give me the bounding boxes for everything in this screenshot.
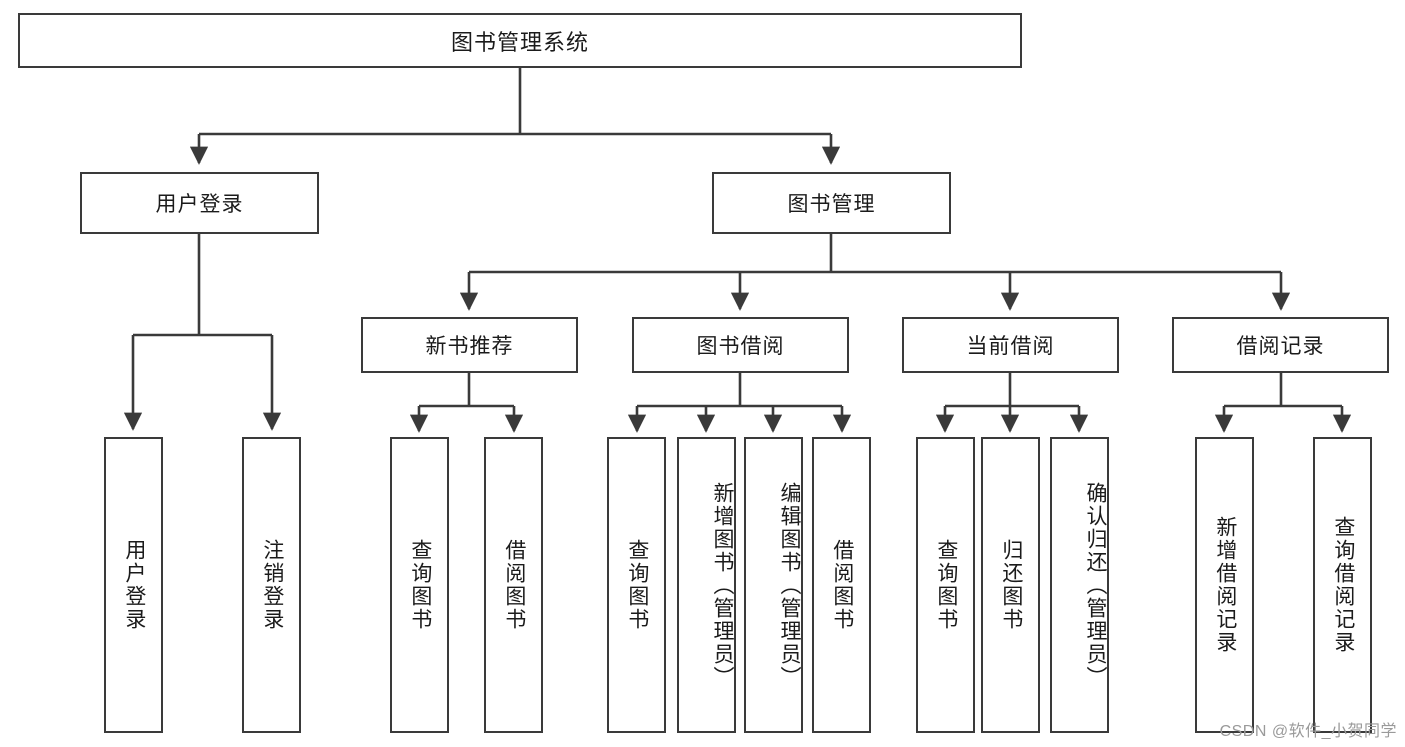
node-label: 借阅图书	[502, 539, 526, 631]
node-label: 图书管理系统	[450, 29, 589, 55]
node-label: 查询图书	[408, 539, 432, 631]
leaf-borrow-book-recommend[interactable]: 借阅图书	[484, 437, 543, 733]
node-label: 图书管理	[787, 193, 876, 216]
node-borrow-records[interactable]: 借阅记录	[1172, 317, 1389, 373]
leaf-query-book-borrow[interactable]: 查询图书	[607, 437, 666, 733]
node-label: 图书借阅	[696, 335, 785, 358]
leaf-query-book-recommend[interactable]: 查询图书	[390, 437, 449, 733]
node-label: 当前借阅	[966, 335, 1055, 358]
leaf-user-login[interactable]: 用户登录	[104, 437, 163, 733]
node-label: 新增图书（管理员）	[711, 481, 734, 689]
node-label: 查询图书	[934, 539, 958, 631]
node-book-borrow[interactable]: 图书借阅	[632, 317, 849, 373]
node-user-login[interactable]: 用户登录	[80, 172, 319, 234]
node-label: 用户登录	[155, 193, 244, 216]
leaf-edit-book-admin[interactable]: 编辑图书（管理员）	[744, 437, 803, 733]
node-label: 归还图书	[999, 539, 1023, 631]
node-root-system[interactable]: 图书管理系统	[18, 13, 1022, 68]
leaf-return-book[interactable]: 归还图书	[981, 437, 1040, 733]
leaf-confirm-return-admin[interactable]: 确认归还（管理员）	[1050, 437, 1109, 733]
leaf-logout[interactable]: 注销登录	[242, 437, 301, 733]
leaf-borrow-book[interactable]: 借阅图书	[812, 437, 871, 733]
node-current-borrow[interactable]: 当前借阅	[902, 317, 1119, 373]
leaf-add-borrow-record[interactable]: 新增借阅记录	[1195, 437, 1254, 733]
leaf-query-borrow-record[interactable]: 查询借阅记录	[1313, 437, 1372, 733]
node-label: 查询图书	[625, 539, 649, 631]
node-label: 新书推荐	[425, 335, 514, 358]
node-label: 注销登录	[260, 539, 284, 631]
node-book-management[interactable]: 图书管理	[712, 172, 951, 234]
node-label: 确认归还（管理员）	[1084, 481, 1107, 689]
node-new-book-recommend[interactable]: 新书推荐	[361, 317, 578, 373]
node-label: 借阅图书	[830, 539, 854, 631]
node-label: 编辑图书（管理员）	[778, 481, 801, 689]
node-label: 查询借阅记录	[1331, 516, 1355, 654]
node-label: 用户登录	[122, 539, 146, 631]
watermark: CSDN @软件_小贺同学	[1219, 723, 1397, 740]
leaf-add-book-admin[interactable]: 新增图书（管理员）	[677, 437, 736, 733]
node-label: 新增借阅记录	[1213, 516, 1237, 654]
leaf-query-book-current[interactable]: 查询图书	[916, 437, 975, 733]
node-label: 借阅记录	[1236, 335, 1325, 358]
